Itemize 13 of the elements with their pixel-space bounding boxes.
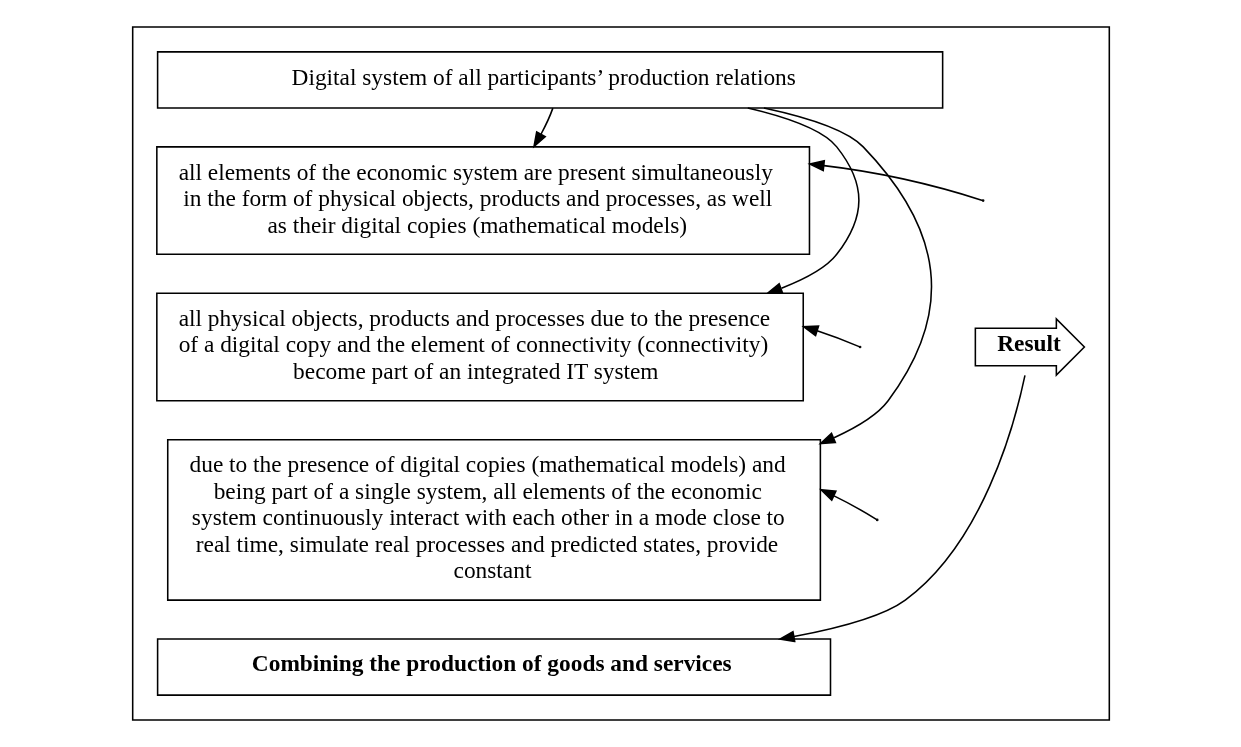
arrow: [762, 107, 932, 445]
node-box: Digital system of all participants’ production relations: [156, 51, 943, 109]
node-box: all physical objects, products and processes due to the presence of a digital copy and the element of connectivity (connectivity) become part of an integrated IT system: [155, 292, 804, 402]
arrow: [800, 325, 860, 348]
arrow: [806, 159, 983, 202]
arrow: [777, 374, 1026, 643]
arrow: [818, 488, 877, 521]
arrow: [746, 107, 860, 295]
node-box: Combining the production of goods and services: [156, 638, 831, 696]
node-box: all elements of the economic system are present simultaneously in the form of physical objects, products and processes, as well as their digital copies (mathematical models): [155, 146, 810, 256]
arrow: [532, 107, 554, 149]
cluster: [131, 26, 1110, 721]
node-box: due to the presence of digital copies (mathematical models) and being part of a single system, all elements of the economic system continuously interact with each other in a mode close to real time, simulate real processes and predicted states, provide constant: [166, 438, 821, 601]
